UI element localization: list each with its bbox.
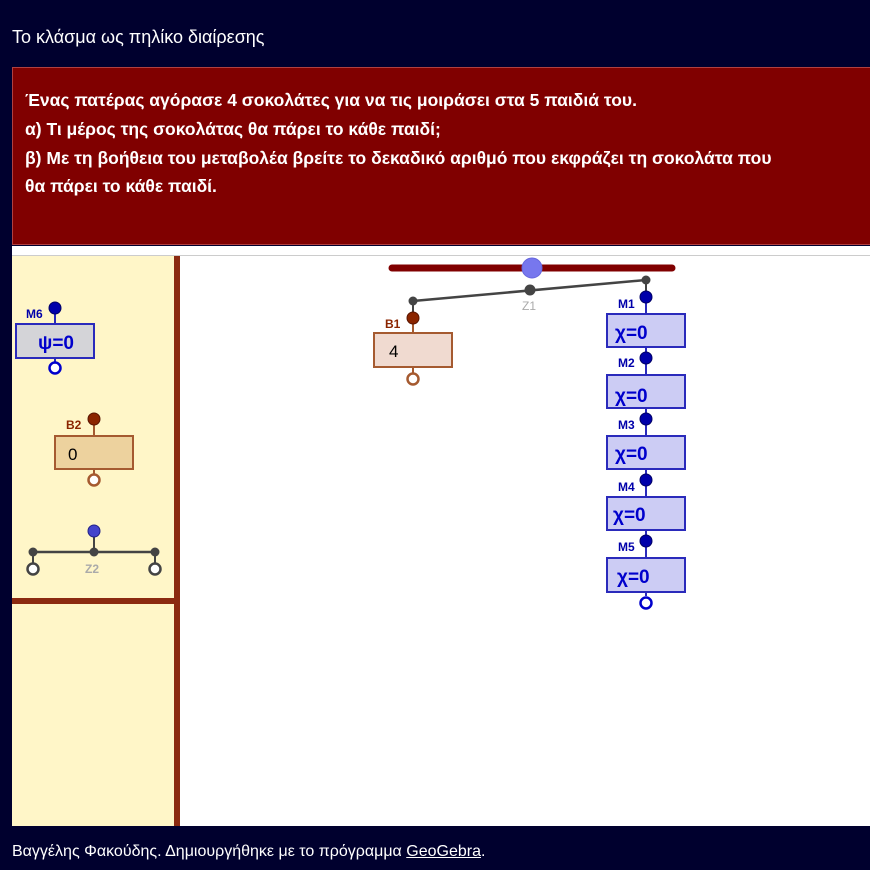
m6-label: M6 — [26, 307, 43, 321]
m1-label: M1 — [618, 297, 635, 311]
b1-value: 4 — [389, 342, 398, 361]
m1-block[interactable]: M1 χ=0 — [606, 290, 686, 348]
geogebra-link[interactable]: GeoGebra — [406, 843, 481, 860]
z2-splitter[interactable]: Z2 — [26, 524, 162, 576]
m3-label: M3 — [618, 418, 635, 432]
footer: Βαγγέλης Φακούδης. Δημιουργήθηκε με το π… — [12, 843, 485, 861]
m1-value: χ=0 — [615, 323, 648, 344]
b2-block[interactable]: B2 0 — [54, 412, 134, 487]
task-line-3: β) Με τη βοήθεια του μεταβολέα βρείτε το… — [25, 148, 772, 168]
b1-label: B1 — [385, 317, 401, 331]
z1-connector[interactable]: Z1 — [408, 275, 651, 314]
m6-value: ψ=0 — [38, 333, 74, 354]
m6-block[interactable]: M6 ψ=0 — [15, 301, 95, 375]
z2-label: Z2 — [85, 562, 99, 576]
slider[interactable] — [388, 257, 676, 279]
task-line-1: Ένας πατέρας αγόρασε 4 σοκολάτες για να … — [25, 90, 637, 110]
m2-block[interactable]: M2 χ=0 — [606, 351, 686, 409]
z1-label: Z1 — [522, 299, 536, 313]
b2-value: 0 — [68, 445, 77, 464]
m4-label: M4 — [618, 480, 635, 494]
m3-value: χ=0 — [615, 444, 648, 465]
m5-block[interactable]: M5 χ=0 — [606, 534, 686, 593]
m3-block[interactable]: M3 χ=0 — [606, 412, 686, 470]
task-line-4: θα πάρει το κάθε παιδί. — [25, 176, 217, 196]
b2-label: B2 — [66, 418, 82, 432]
m4-block[interactable]: M4 χ=0 — [606, 473, 686, 531]
b1-block[interactable]: B1 4 — [373, 311, 453, 386]
slider-knob[interactable] — [521, 257, 543, 279]
footer-end: . — [480, 843, 486, 860]
m2-value: χ=0 — [615, 386, 648, 407]
m5-output-port[interactable] — [639, 596, 653, 610]
task-box: Ένας πατέρας αγόρασε 4 σοκολάτες για να … — [12, 67, 870, 245]
task-line-2: α) Τι μέρος της σοκολάτας θα πάρει το κά… — [25, 119, 441, 139]
page-title: Το κλάσμα ως πηλίκο διαίρεσης — [12, 27, 265, 47]
geogebra-applet[interactable]: M6 ψ=0 B2 0 Z2 — [12, 246, 870, 826]
m5-value: χ=0 — [617, 567, 650, 588]
m-column[interactable]: M1 χ=0 M2 χ=0 M3 χ=0 M4 χ=0 — [606, 290, 686, 610]
m5-label: M5 — [618, 540, 635, 554]
m2-label: M2 — [618, 356, 635, 370]
footer-text: Βαγγέλης Φακούδης. Δημιουργήθηκε με το π… — [12, 843, 407, 860]
applet-canvas[interactable]: M6 ψ=0 B2 0 Z2 — [12, 246, 870, 826]
m4-value: χ=0 — [613, 505, 646, 526]
